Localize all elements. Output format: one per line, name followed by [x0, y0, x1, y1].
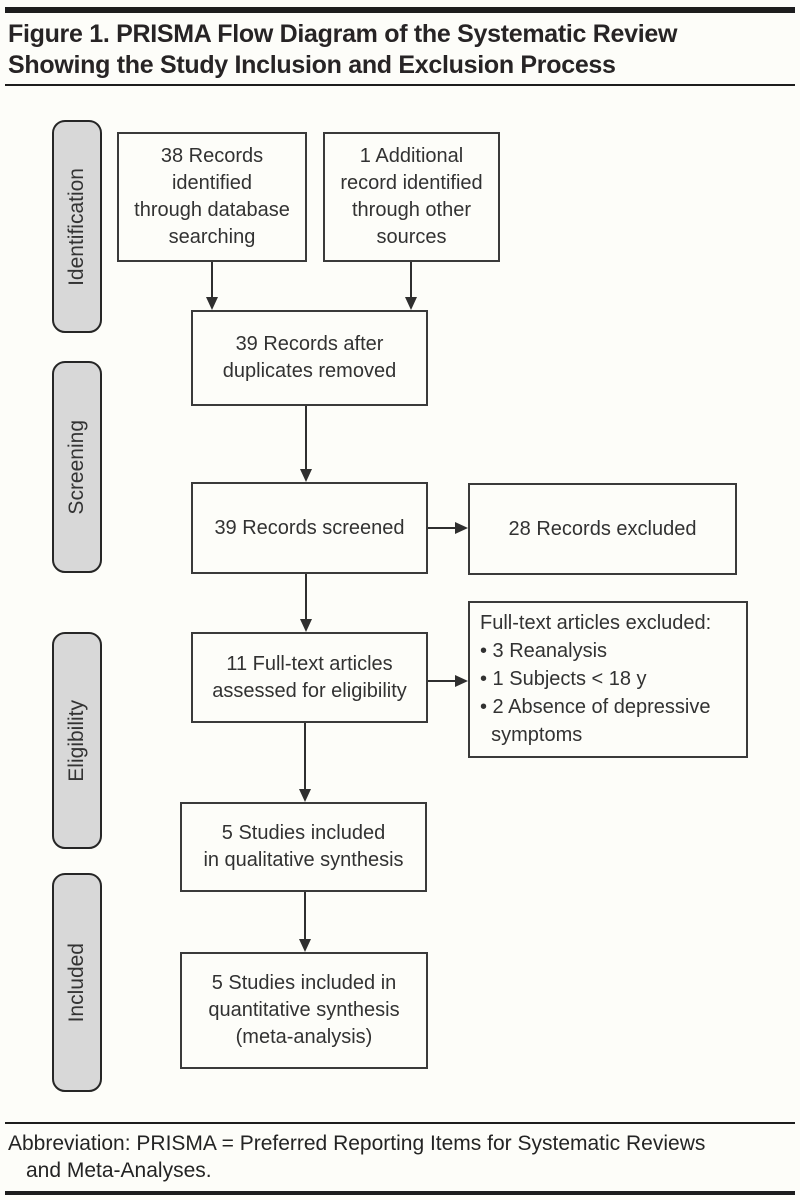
arrow-head-down-icon [405, 297, 417, 310]
arrow-line [304, 723, 306, 789]
figure-title-line1: Figure 1. PRISMA Flow Diagram of the Sys… [8, 20, 678, 48]
box-records-excluded: 28 Records excluded [468, 483, 737, 575]
footer-bottom-rule [5, 1191, 795, 1195]
abbreviation-note-line1: Abbreviation: PRISMA = Preferred Reporti… [8, 1132, 706, 1155]
box-qualitative-synthesis: 5 Studies included in qualitative synthe… [180, 802, 427, 892]
arrow-head-down-icon [299, 939, 311, 952]
stage-label-screening-text: Screening [65, 419, 88, 515]
arrow-line [211, 262, 213, 298]
arrow-head-down-icon [299, 789, 311, 802]
arrow-line [428, 527, 456, 529]
figure-title: Figure 1. PRISMA Flow Diagram of the Sys… [8, 19, 794, 81]
arrow-line [304, 892, 306, 939]
arrow-head-down-icon [300, 619, 312, 632]
arrow-line [410, 262, 412, 298]
top-rule [5, 7, 795, 13]
box-records-identified-database: 38 Records identified through database s… [117, 132, 307, 262]
footer-top-rule [5, 1122, 795, 1124]
stage-label-included-text: Included [65, 942, 88, 1023]
stage-label-eligibility-text: Eligibility [65, 699, 88, 782]
title-underline-rule [5, 84, 795, 86]
abbreviation-note: Abbreviation: PRISMA = Preferred Reporti… [8, 1130, 794, 1184]
box-fulltext-excluded-reasons: Full-text articles excluded: • 3 Reanaly… [468, 601, 748, 758]
arrow-head-down-icon [206, 297, 218, 310]
stage-label-included: Included [52, 873, 102, 1092]
figure-title-line2: Showing the Study Inclusion and Exclusio… [8, 51, 616, 79]
box-records-screened: 39 Records screened [191, 482, 428, 574]
arrow-head-right-icon [455, 675, 468, 687]
arrow-head-right-icon [455, 522, 468, 534]
stage-label-screening: Screening [52, 361, 102, 573]
box-additional-records-other-sources: 1 Additional record identified through o… [323, 132, 500, 262]
arrow-line [305, 406, 307, 470]
box-fulltext-assessed: 11 Full-text articles assessed for eligi… [191, 632, 428, 723]
stage-label-eligibility: Eligibility [52, 632, 102, 849]
abbreviation-note-line2: and Meta-Analyses. [26, 1159, 212, 1182]
arrow-line [428, 680, 456, 682]
box-records-after-duplicates: 39 Records after duplicates removed [191, 310, 428, 406]
box-quantitative-synthesis: 5 Studies included in quantitative synth… [180, 952, 428, 1069]
arrow-line [305, 574, 307, 620]
stage-label-identification: Identification [52, 120, 102, 333]
arrow-head-down-icon [300, 469, 312, 482]
stage-label-identification-text: Identification [65, 167, 88, 286]
